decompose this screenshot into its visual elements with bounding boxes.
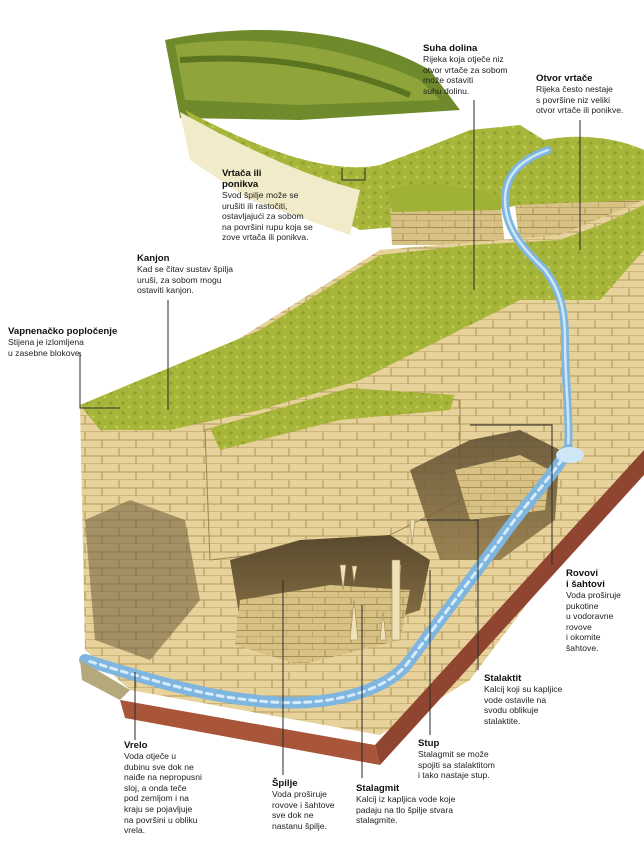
label-stalagmit-title: Stalagmit [356, 783, 501, 794]
label-vrelo-text: Voda otječe u dubinu sve dok ne naiđe na… [124, 751, 216, 836]
label-vrelo-title: Vrelo [124, 740, 216, 751]
label-spilje-title: Špilje [272, 778, 358, 789]
label-stup-title: Stup [418, 738, 528, 749]
label-kanjon-text: Kad se čitav sustav špilja uruši, za sob… [137, 264, 267, 296]
label-spilje-text: Voda proširuje rovove i šahtove sve dok … [272, 789, 358, 831]
label-stup-text: Stalagmit se može spojiti sa stalaktitom… [418, 749, 528, 781]
label-vrtaca: Vrtača ili ponikva Svod špilje može se u… [222, 168, 342, 243]
label-suha-dolina-text: Rijeka koja otječe niz otvor vrtače za s… [423, 54, 543, 96]
label-otvor-vrtace: Otvor vrtače Rijeka često nestaje s povr… [536, 73, 644, 116]
label-kanjon-title: Kanjon [137, 253, 267, 264]
label-vrelo: Vrelo Voda otječe u dubinu sve dok ne na… [124, 740, 216, 836]
label-stalaktit-text: Kalcij koji su kapljice vode ostavile na… [484, 684, 584, 726]
label-stalaktit-title: Stalaktit [484, 673, 584, 684]
label-kanjon: Kanjon Kad se čitav sustav špilja uruši,… [137, 253, 267, 296]
label-spilje: Špilje Voda proširuje rovove i šahtove s… [272, 778, 358, 831]
label-stup: Stup Stalagmit se može spojiti sa stalak… [418, 738, 528, 781]
label-rovovi-title: Rovovi i šahtovi [566, 568, 642, 590]
label-stalagmit: Stalagmit Kalcij iz kapljica vode koje p… [356, 783, 501, 826]
label-suha-dolina: Suha dolina Rijeka koja otječe niz otvor… [423, 43, 543, 96]
label-rovovi-sahtovi: Rovovi i šahtovi Voda proširuje pukotine… [566, 568, 642, 654]
label-otvor-vrtace-text: Rijeka često nestaje s površine niz veli… [536, 84, 644, 116]
label-vapnenacko-title: Vapnenačko popločenje [8, 326, 138, 337]
label-vapnenacko-poplocenje: Vapnenačko popločenje Stijena je izlomlj… [8, 326, 138, 358]
label-otvor-vrtace-title: Otvor vrtače [536, 73, 644, 84]
label-vrtaca-text: Svod špilje može se urušiti ili rastočit… [222, 190, 342, 243]
label-suha-dolina-title: Suha dolina [423, 43, 543, 54]
label-vapnenacko-text: Stijena je izlomljena u zasebne blokove. [8, 337, 138, 358]
label-vrtaca-title: Vrtača ili ponikva [222, 168, 342, 190]
label-stalaktit: Stalaktit Kalcij koji su kapljice vode o… [484, 673, 584, 726]
label-stalagmit-text: Kalcij iz kapljica vode koje padaju na t… [356, 794, 501, 826]
label-rovovi-text: Voda proširuje pukotine u vodoravne rovo… [566, 590, 642, 654]
